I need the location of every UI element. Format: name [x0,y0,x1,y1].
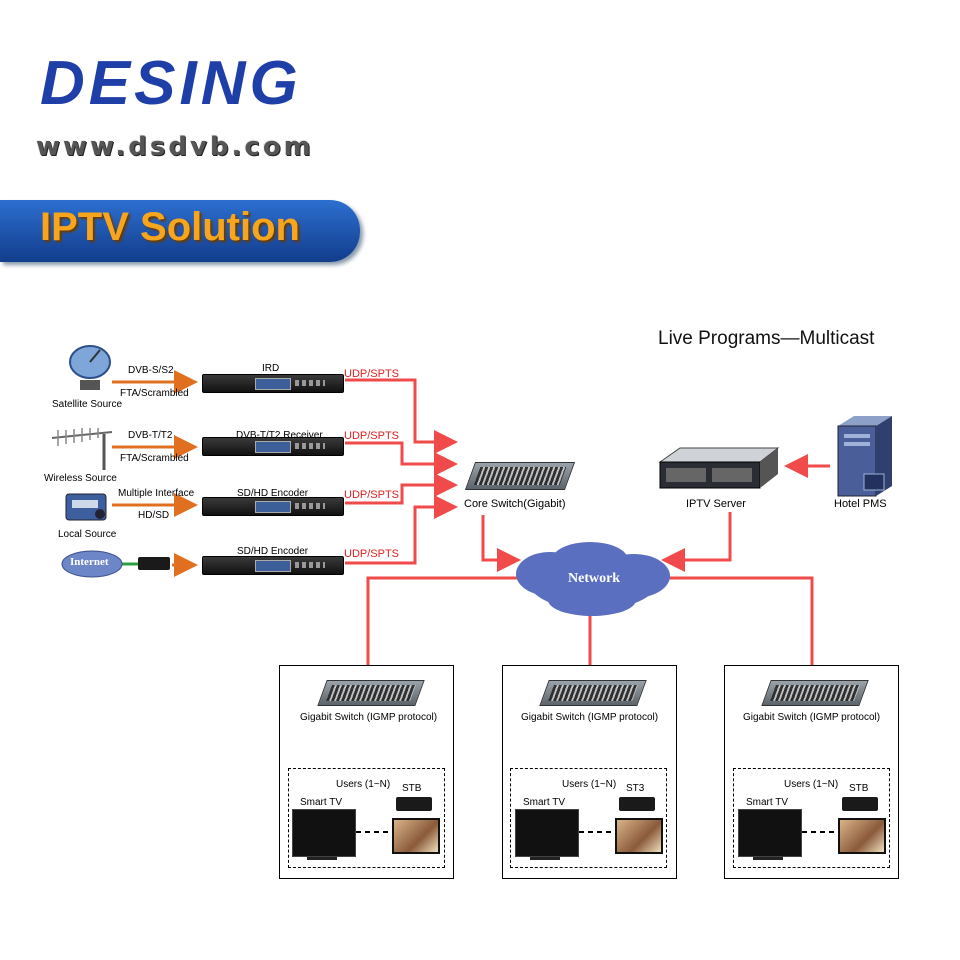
brand-logo: DESING [40,49,302,118]
users-group-3 [733,768,890,868]
stb-icon-2 [619,797,655,811]
link-receiver [345,441,458,476]
network-cloud-icon [516,542,670,616]
users-group-1 [288,768,445,868]
users-label-2: Users (1~N) [562,779,617,790]
link-encoder1 [345,473,458,505]
monitor-icon-1 [392,818,440,854]
wireless-source-label: Wireless Source [44,473,117,484]
udp-label-2: UDP/SPTS [344,430,400,442]
gigabit-switch-label-3: Gigabit Switch (IGMP protocol) [743,712,881,723]
monitor-icon-3 [838,818,886,854]
camera-device-icon [65,493,107,521]
stb-icon-3 [842,797,878,811]
smart-tv-label-1: Smart TV [300,797,343,808]
stb-label-1: STB [402,783,422,794]
link-server-network [661,512,732,572]
users-label-3: Users (1~N) [784,779,839,790]
receiver-label: DVB-T/T2 Receiver [236,430,323,441]
smart-tv-icon-1 [292,809,356,857]
encoder1-label: SD/HD Encoder [237,488,309,499]
internet-device-icon [138,557,170,570]
ird-label: IRD [262,363,280,374]
internet-label: Internet [70,556,109,568]
internet-cloud-icon [61,550,123,578]
stb-icon-1 [396,797,432,811]
link-core-network [481,515,521,572]
smart-tv-label-3: Smart TV [746,797,789,808]
receiver-device [202,437,344,456]
encoder2-device [202,556,344,575]
smart-tv-icon-2 [515,809,579,857]
link-branch-1 [366,576,520,676]
gigabit-switch-label-2: Gigabit Switch (IGMP protocol) [521,712,659,723]
pms-label: Hotel PMS [834,498,887,510]
wireless-signal-label: DVB-T/T2 [128,430,173,441]
server-label: IPTV Server [686,498,746,510]
pc-tower-icon [837,416,892,497]
stb-label-2: ST3 [626,783,645,794]
smart-tv-icon-3 [738,809,802,857]
users-group-2 [510,768,667,868]
diagram-heading: Live Programs—Multicast [658,328,875,349]
smart-tv-label-2: Smart TV [523,797,566,808]
satellite-dish-icon [69,345,111,390]
udp-label-4: UDP/SPTS [344,548,400,560]
tv-stand-2 [530,857,560,860]
network-label: Network [568,571,621,586]
encoder1-device [202,497,344,516]
banner-title: IPTV Solution [40,205,300,249]
tv-stand-3 [753,857,783,860]
link-encoder2 [345,495,458,565]
udp-label-1: UDP/SPTS [344,368,400,380]
gigabit-switch-label-1: Gigabit Switch (IGMP protocol) [300,712,438,723]
users-label-1: Users (1~N) [336,779,391,790]
title-banner [0,200,360,262]
link-branch-3 [665,576,814,676]
wireless-type-label: FTA/Scrambled [120,453,189,464]
local-signal-label: Multiple Interface [118,488,195,499]
satellite-source-label: Satellite Source [52,399,123,410]
link-ird [345,378,458,454]
antenna-icon [51,428,113,470]
monitor-icon-2 [615,818,663,854]
tv-stand-1 [307,857,337,860]
local-source-label: Local Source [58,529,117,540]
local-type-label: HD/SD [138,510,170,521]
satellite-signal-label: DVB-S/S2 [128,365,174,376]
server-icon [658,447,780,489]
core-switch-label: Core Switch(Gigabit) [464,498,566,510]
satellite-type-label: FTA/Scrambled [120,388,189,399]
encoder2-label: SD/HD Encoder [237,546,309,557]
ird-device [202,374,344,393]
brand-website: www.dsdvb.com [36,132,314,162]
stb-label-3: STB [849,783,869,794]
udp-label-3: UDP/SPTS [344,489,400,501]
